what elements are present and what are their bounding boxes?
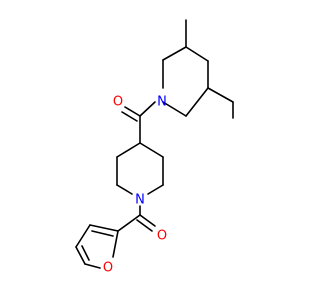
bond [81,245,90,261]
amide-carbonyl-top [121,101,156,144]
bond [75,246,86,265]
bond [139,101,156,117]
bond [139,142,164,158]
bond [162,101,187,117]
bond [89,224,119,232]
bond [117,214,141,232]
furoyl-carbonyl [117,214,156,232]
bond [136,219,153,232]
bond [207,87,234,103]
dimethylpiperidine-ring [162,19,234,119]
bond [147,184,164,195]
bond [185,46,209,62]
bond [162,46,187,61]
central-piperidine-ring [116,142,164,216]
atom-label-o: O [113,95,123,110]
atom-label-n: N [135,193,145,208]
furan-ring [75,224,119,269]
molecule-structure: N O N O O [75,19,234,276]
bond [185,87,209,117]
bond [91,230,114,237]
bond [84,263,101,269]
bond [75,224,91,248]
bond [116,142,141,158]
atom-label-n: N [157,95,167,110]
bond [124,106,141,117]
bond [139,214,156,227]
bond [116,184,133,195]
atom-label-o: O [157,229,167,244]
bond [121,111,138,122]
bond [112,230,119,258]
atom-labels: N O N O O [103,95,167,276]
atom-label-o: O [103,261,113,276]
